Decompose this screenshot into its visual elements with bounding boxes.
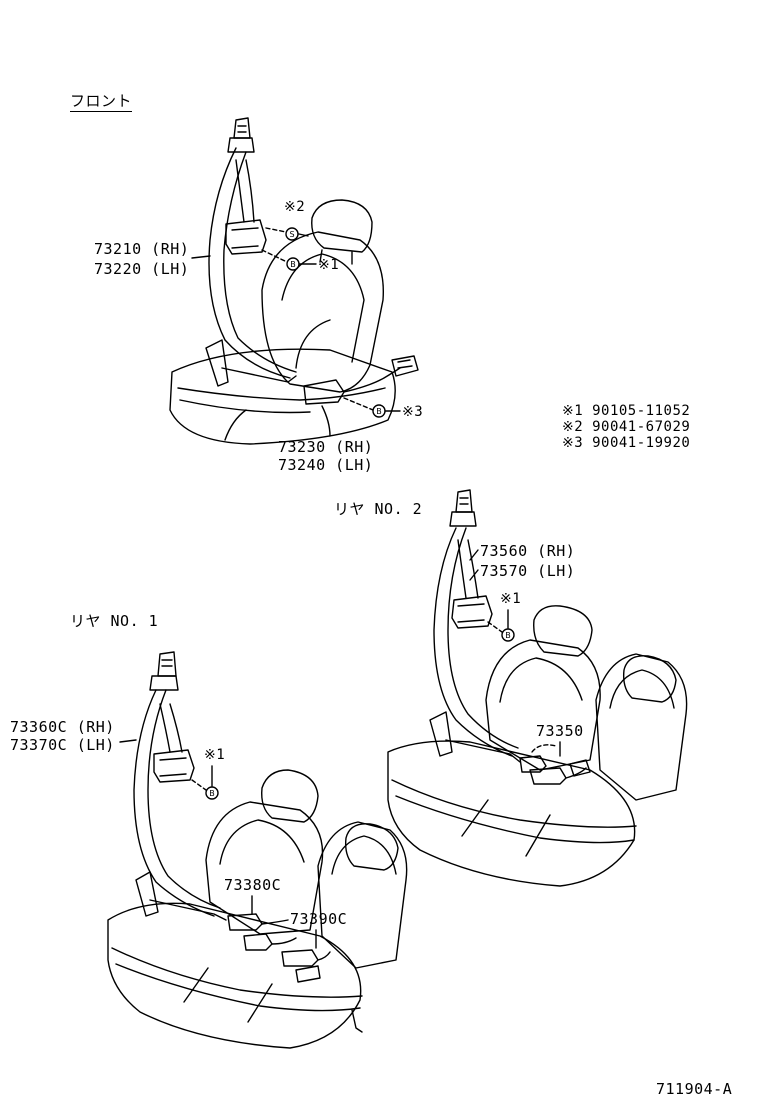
part-rear1-buckle-a: 73380C: [224, 876, 282, 894]
section-front: フロント: [70, 92, 133, 112]
bolt-glyph: B: [290, 260, 296, 269]
ref-rear1-bolt: ※1: [204, 747, 226, 763]
part-front-buckle-lh: 73240 (LH): [278, 456, 374, 474]
ref-front-buckle-bolt: ※3: [402, 404, 424, 420]
nut-glyph: S: [289, 230, 294, 239]
part-front-buckle-rh: 73230 (RH): [278, 438, 374, 456]
part-rear2-belt-lh: 73570 (LH): [480, 562, 576, 580]
part-front-belt-rh: 73210 (RH): [94, 240, 190, 258]
section-rear2: リヤ NO. 2: [334, 500, 423, 518]
figure-id: 711904-A: [656, 1080, 733, 1098]
rear2-seat: [387, 489, 688, 887]
front-seat: [169, 117, 419, 445]
part-rear1-belt-rh: 73360C (RH): [10, 718, 115, 736]
fastener-1: ※1 90105-11052: [562, 403, 691, 419]
fastener-3: ※3 90041-19920: [562, 435, 691, 451]
part-rear1-belt-lh: 73370C (LH): [10, 736, 115, 754]
part-rear2-buckle: 73350: [536, 722, 584, 740]
bolt-glyph: B: [376, 407, 382, 416]
bolt-glyph: B: [505, 631, 511, 640]
section-rear1: リヤ NO. 1: [70, 612, 159, 630]
ref-front-bolt: ※1: [318, 257, 340, 273]
ref-front-nut: ※2: [284, 199, 306, 215]
fastener-2: ※2 90041-67029: [562, 419, 691, 435]
ref-rear2-bolt: ※1: [500, 591, 522, 607]
bolt-glyph: B: [209, 789, 215, 798]
part-rear1-buckle-b: 73390C: [290, 910, 348, 928]
rear1-seat: [107, 651, 408, 1049]
part-rear2-belt-rh: 73560 (RH): [480, 542, 576, 560]
part-front-belt-lh: 73220 (LH): [94, 260, 190, 278]
